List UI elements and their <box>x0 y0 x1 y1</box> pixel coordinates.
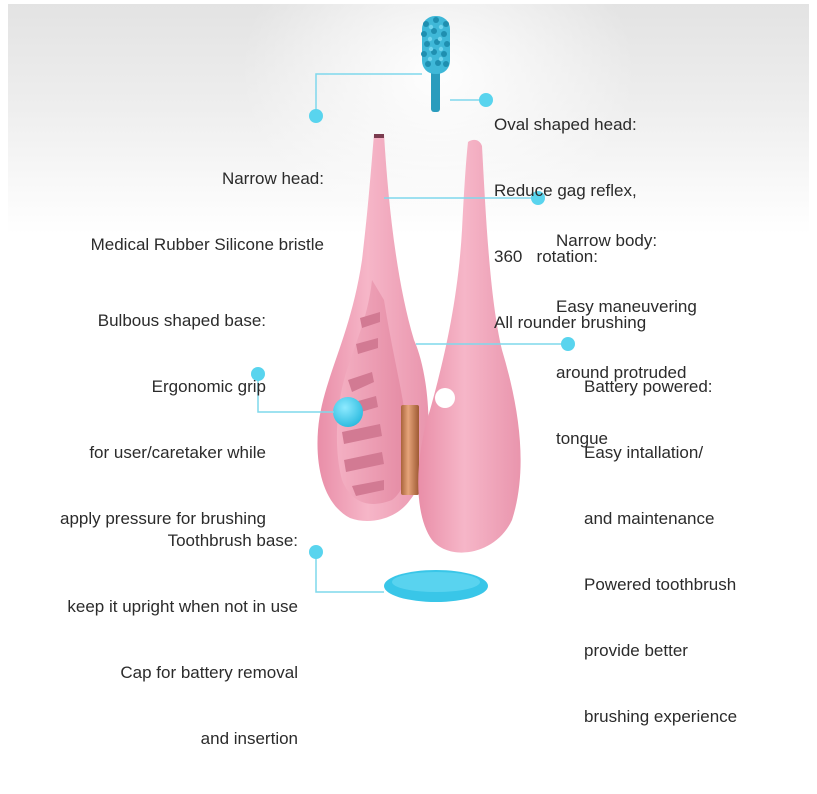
bulbous-base-line-2: Ergonomic grip <box>60 376 266 398</box>
base-callout: Toothbrush base: keep it upright when no… <box>67 486 298 794</box>
battery-line-3: and maintenance <box>584 508 737 530</box>
battery-line-4: Powered toothbrush <box>584 574 737 596</box>
oval-head-title: Oval shaped head: <box>494 114 646 136</box>
bulbous-base-line-3: for user/caretaker while <box>60 442 266 464</box>
narrow-head-title: Narrow head: <box>91 168 324 190</box>
bulbous-base-title: Bulbous shaped base: <box>60 310 266 332</box>
brush-head <box>421 16 450 112</box>
narrow-head-line-2: Medical Rubber Silicone bristle <box>91 234 324 256</box>
battery <box>401 405 419 495</box>
battery-line-5: provide better <box>584 640 737 662</box>
narrow-head-dot <box>309 109 323 123</box>
grip-marker <box>333 397 363 427</box>
narrow-body-line-2: Easy maneuvering <box>556 296 697 318</box>
battery-line-6: brushing experience <box>584 706 737 728</box>
base-line-2: keep it upright when not in use <box>67 596 298 618</box>
oval-head-dot <box>479 93 493 107</box>
base-line-4: and insertion <box>67 728 298 750</box>
handle-hole <box>435 388 455 408</box>
base-line-3: Cap for battery removal <box>67 662 298 684</box>
diagram-canvas: Oval shaped head: Reduce gag reflex, 360… <box>0 0 817 606</box>
narrow-body-title: Narrow body: <box>556 230 697 252</box>
cutaway-handle <box>317 134 428 521</box>
battery-line-2: Easy intallation/ <box>584 442 737 464</box>
base-title: Toothbrush base: <box>67 530 298 552</box>
battery-title: Battery powered: <box>584 376 737 398</box>
battery-callout: Battery powered: Easy intallation/ and m… <box>584 332 737 772</box>
base-dot <box>309 545 323 559</box>
